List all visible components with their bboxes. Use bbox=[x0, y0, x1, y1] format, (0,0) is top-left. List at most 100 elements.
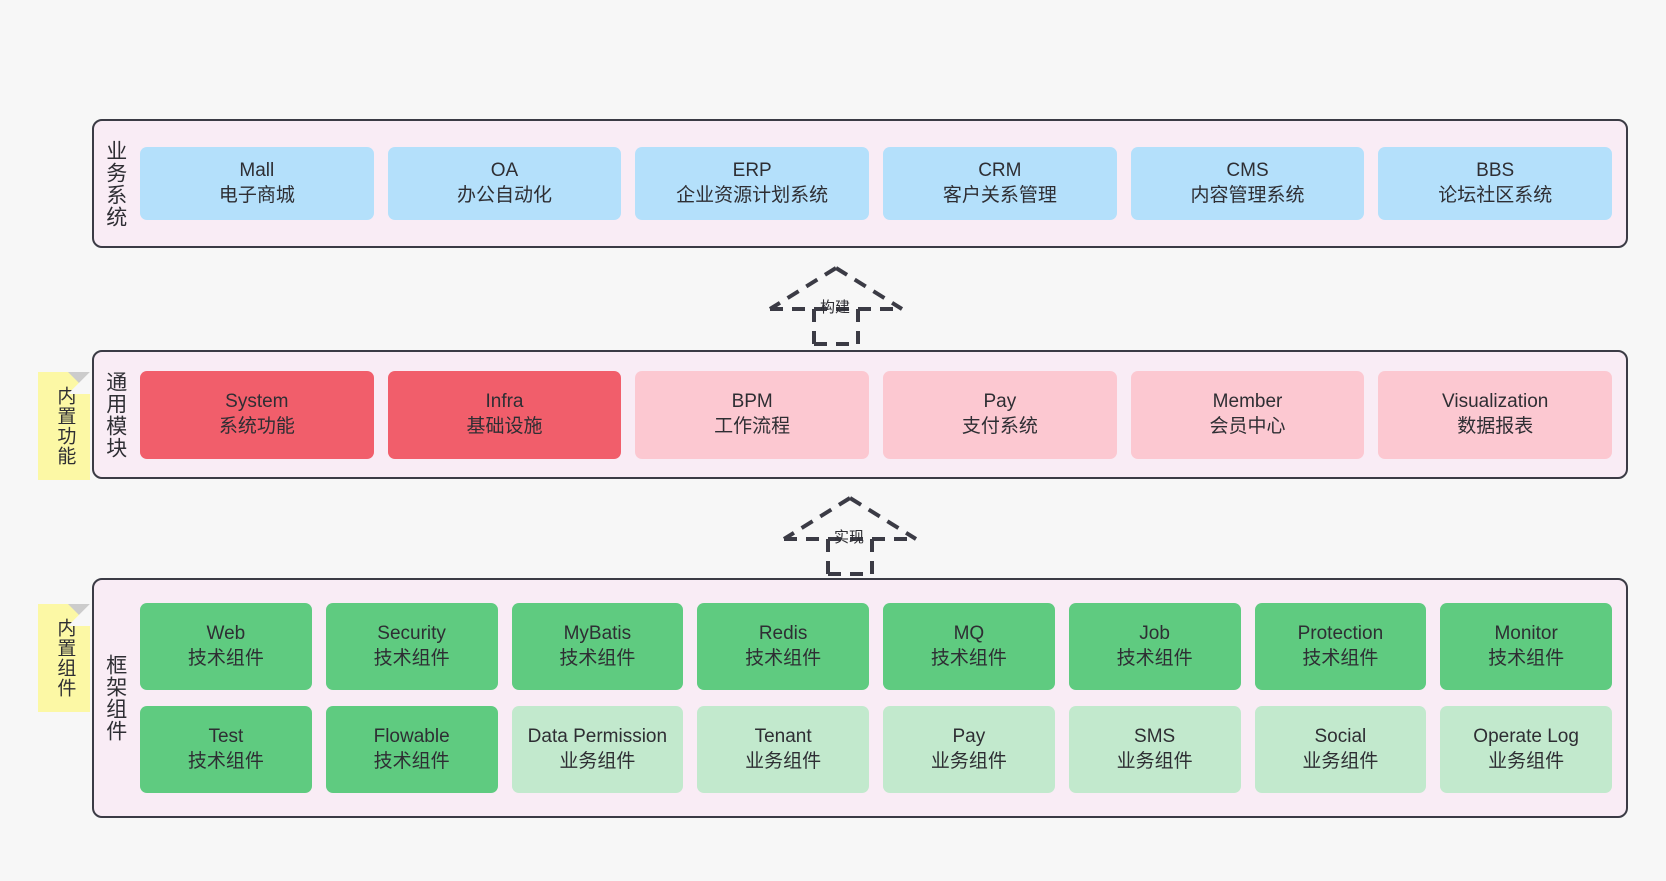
card-infra-cn: 基础设施 bbox=[466, 415, 543, 437]
card-mall-en: Mall bbox=[239, 160, 275, 182]
card-redis-cn: 技术组件 bbox=[745, 647, 822, 669]
card-bpm-en: BPM bbox=[731, 391, 773, 413]
card-bpm[interactable]: BPM 工作流程 bbox=[635, 370, 870, 459]
layer-title-framework: 框架组件 bbox=[103, 654, 127, 742]
card-system[interactable]: System 系统功能 bbox=[140, 370, 374, 459]
card-bbs-cn: 论坛社区系统 bbox=[1438, 184, 1553, 206]
card-protection-cn: 技术组件 bbox=[1302, 647, 1379, 669]
card-member-cn: 会员中心 bbox=[1209, 415, 1286, 437]
sticky-note-builtin-functions: 内置功能 bbox=[38, 372, 90, 480]
card-security[interactable]: Security 技术组件 bbox=[325, 603, 498, 690]
sticky-note-builtin-components-label: 内置组件 bbox=[54, 618, 76, 698]
card-oa-en: OA bbox=[490, 160, 519, 182]
card-flowable[interactable]: Flowable 技术组件 bbox=[325, 706, 498, 793]
card-oa-cn: 办公自动化 bbox=[457, 184, 553, 206]
card-operate-log-cn: 业务组件 bbox=[1488, 750, 1565, 772]
card-test-en: Test bbox=[208, 726, 244, 748]
connector-build-label: 构建 bbox=[820, 299, 851, 316]
card-tenant-cn: 业务组件 bbox=[745, 750, 822, 772]
layer-framework-components: 框架组件 Web 技术组件 Security 技术组件 MyBatis 技术组件… bbox=[92, 578, 1628, 818]
card-system-cn: 系统功能 bbox=[218, 415, 295, 437]
card-redis[interactable]: Redis 技术组件 bbox=[697, 603, 869, 690]
card-bbs[interactable]: BBS 论坛社区系统 bbox=[1378, 147, 1613, 220]
card-job[interactable]: Job 技术组件 bbox=[1068, 603, 1241, 690]
layer-title-modules: 通用模块 bbox=[103, 370, 127, 459]
arrowhead-left-edge bbox=[782, 496, 852, 541]
card-social-cn: 业务组件 bbox=[1302, 750, 1379, 772]
arrowhead-left-edge bbox=[768, 266, 838, 311]
card-security-cn: 技术组件 bbox=[373, 647, 450, 669]
card-test[interactable]: Test 技术组件 bbox=[140, 706, 312, 793]
card-operate-log[interactable]: Operate Log 业务组件 bbox=[1440, 706, 1612, 793]
card-monitor-cn: 技术组件 bbox=[1488, 647, 1565, 669]
card-flowable-en: Flowable bbox=[373, 726, 450, 748]
card-cms-en: CMS bbox=[1226, 160, 1269, 182]
card-infra[interactable]: Infra 基础设施 bbox=[387, 370, 622, 459]
row-technical-components: Web 技术组件 Security 技术组件 MyBatis 技术组件 Redi… bbox=[140, 603, 1612, 690]
card-pay-component-en: Pay bbox=[952, 726, 986, 748]
card-bbs-en: BBS bbox=[1476, 160, 1515, 182]
card-mq-cn: 技术组件 bbox=[930, 647, 1007, 669]
card-cms[interactable]: CMS 内容管理系统 bbox=[1130, 147, 1365, 220]
note-fold-cut-icon bbox=[68, 372, 90, 394]
card-tenant[interactable]: Tenant 业务组件 bbox=[697, 706, 869, 793]
card-operate-log-en: Operate Log bbox=[1473, 726, 1579, 748]
card-sms[interactable]: SMS 业务组件 bbox=[1068, 706, 1241, 793]
card-mall-cn: 电子商城 bbox=[218, 184, 295, 206]
arrowhead-right-edge bbox=[834, 266, 904, 311]
card-test-cn: 技术组件 bbox=[187, 750, 264, 772]
card-data-permission[interactable]: Data Permission 业务组件 bbox=[511, 706, 684, 793]
card-infra-en: Infra bbox=[485, 391, 524, 413]
row-business-systems: Mall 电子商城 OA 办公自动化 ERP 企业资源计划系统 CRM 客户关系… bbox=[140, 147, 1613, 220]
card-data-permission-en: Data Permission bbox=[527, 726, 668, 748]
card-social-en: Social bbox=[1314, 726, 1367, 748]
card-crm[interactable]: CRM 客户关系管理 bbox=[883, 147, 1117, 220]
card-member[interactable]: Member 会员中心 bbox=[1130, 370, 1365, 459]
card-mybatis-cn: 技术组件 bbox=[559, 647, 636, 669]
sticky-note-builtin-components: 内置组件 bbox=[38, 604, 90, 712]
card-member-en: Member bbox=[1212, 391, 1283, 413]
card-sms-en: SMS bbox=[1134, 726, 1176, 748]
card-visualization-en: Visualization bbox=[1442, 391, 1549, 413]
card-protection[interactable]: Protection 技术组件 bbox=[1254, 603, 1427, 690]
card-system-en: System bbox=[225, 391, 289, 413]
card-data-permission-cn: 业务组件 bbox=[559, 750, 636, 772]
card-job-cn: 技术组件 bbox=[1116, 647, 1193, 669]
arrowhead-right-edge bbox=[848, 496, 918, 541]
row-common-modules: System 系统功能 Infra 基础设施 BPM 工作流程 Pay 支付系统… bbox=[140, 370, 1613, 459]
card-web[interactable]: Web 技术组件 bbox=[140, 603, 312, 690]
layer-body-business: Mall 电子商城 OA 办公自动化 ERP 企业资源计划系统 CRM 客户关系… bbox=[136, 121, 1626, 246]
card-protection-en: Protection bbox=[1297, 623, 1384, 645]
card-web-cn: 技术组件 bbox=[187, 647, 264, 669]
card-mq[interactable]: MQ 技术组件 bbox=[883, 603, 1055, 690]
card-oa[interactable]: OA 办公自动化 bbox=[387, 147, 622, 220]
card-mall[interactable]: Mall 电子商城 bbox=[140, 147, 374, 220]
card-mybatis[interactable]: MyBatis 技术组件 bbox=[511, 603, 684, 690]
layer-body-framework: Web 技术组件 Security 技术组件 MyBatis 技术组件 Redi… bbox=[136, 580, 1626, 816]
card-security-en: Security bbox=[377, 623, 446, 645]
layer-common-modules: 通用模块 System 系统功能 Infra 基础设施 BPM 工作流程 Pay… bbox=[92, 350, 1628, 479]
card-sms-cn: 业务组件 bbox=[1116, 750, 1193, 772]
card-visualization[interactable]: Visualization 数据报表 bbox=[1378, 370, 1613, 459]
card-redis-en: Redis bbox=[758, 623, 808, 645]
card-social[interactable]: Social 业务组件 bbox=[1254, 706, 1427, 793]
card-monitor[interactable]: Monitor 技术组件 bbox=[1440, 603, 1612, 690]
sticky-note-builtin-functions-label: 内置功能 bbox=[54, 386, 76, 466]
note-fold-corner-icon bbox=[68, 372, 90, 394]
card-erp-en: ERP bbox=[732, 160, 772, 182]
card-flowable-cn: 技术组件 bbox=[373, 750, 450, 772]
card-pay-component[interactable]: Pay 业务组件 bbox=[883, 706, 1055, 793]
card-pay-component-cn: 业务组件 bbox=[930, 750, 1007, 772]
connector-build: 构建 bbox=[756, 262, 916, 346]
layer-business-systems: 业务系统 Mall 电子商城 OA 办公自动化 ERP 企业资源计划系统 CRM… bbox=[92, 119, 1628, 248]
card-pay-module-en: Pay bbox=[983, 391, 1017, 413]
card-erp-cn: 企业资源计划系统 bbox=[676, 184, 829, 206]
card-monitor-en: Monitor bbox=[1494, 623, 1558, 645]
note-fold-cut-icon bbox=[68, 604, 90, 626]
card-tenant-en: Tenant bbox=[754, 726, 812, 748]
card-mq-en: MQ bbox=[953, 623, 985, 645]
card-erp[interactable]: ERP 企业资源计划系统 bbox=[635, 147, 870, 220]
card-pay-module[interactable]: Pay 支付系统 bbox=[883, 370, 1117, 459]
note-fold-corner-icon bbox=[68, 604, 90, 626]
